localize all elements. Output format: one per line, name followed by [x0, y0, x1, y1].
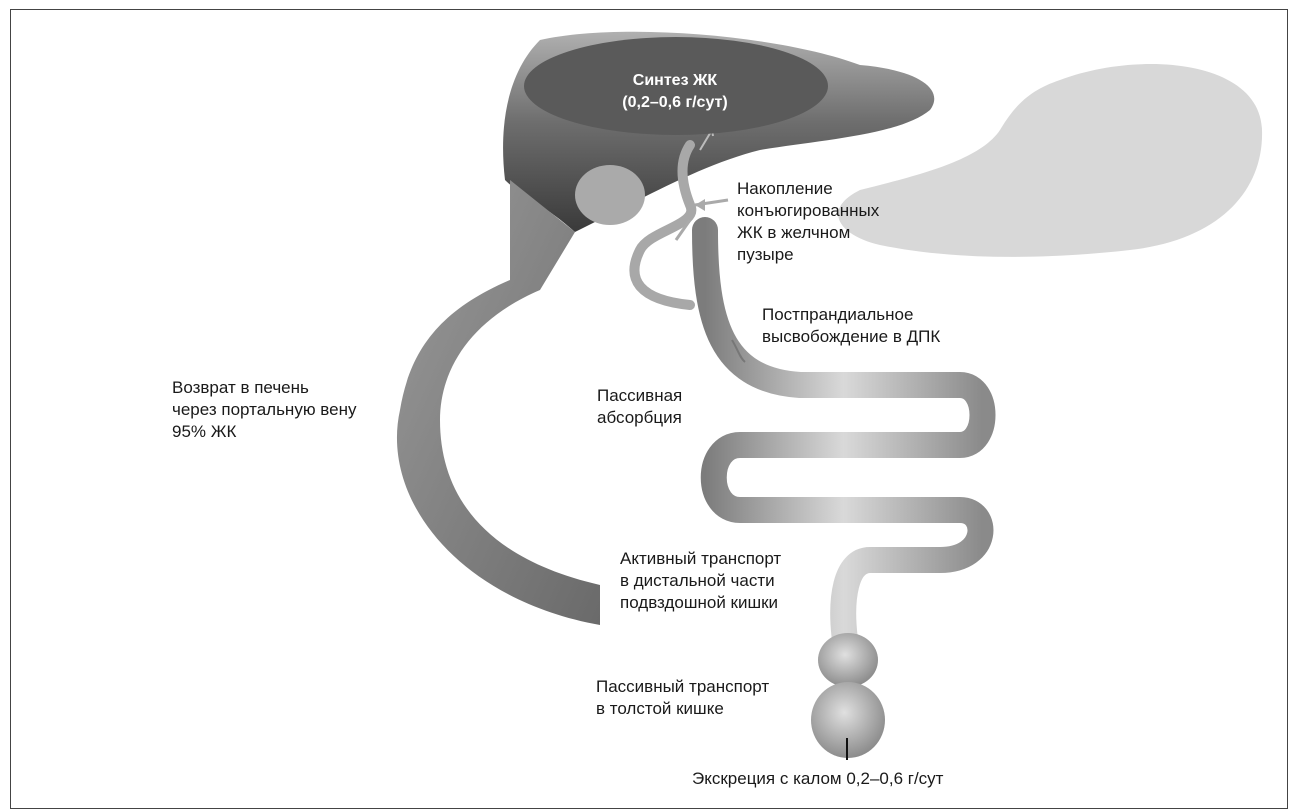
excretion-label: Экскреция с калом 0,2–0,6 г/сут [692, 768, 943, 790]
gallbladder-accumulation-label: Накопление конъюгированных ЖК в желчном … [737, 178, 879, 266]
portal-return-arrow [397, 180, 600, 625]
postprandial-release-label: Постпрандиальное высвобождение в ДПК [762, 304, 940, 348]
gallbladder-shape [575, 165, 645, 225]
synthesis-label: Синтез ЖК (0,2–0,6 г/сут) [600, 70, 750, 114]
active-transport-label: Активный транспорт в дистальной части по… [620, 548, 781, 614]
portal-return-label: Возврат в печень через портальную вену 9… [172, 377, 356, 443]
accumulation-arrowhead-icon [695, 199, 705, 211]
passive-absorption-label: Пассивная абсорбция [597, 385, 682, 429]
colon-transport-label: Пассивный транспорт в толстой кишке [596, 676, 769, 720]
colon-upper-bulb [818, 633, 878, 687]
